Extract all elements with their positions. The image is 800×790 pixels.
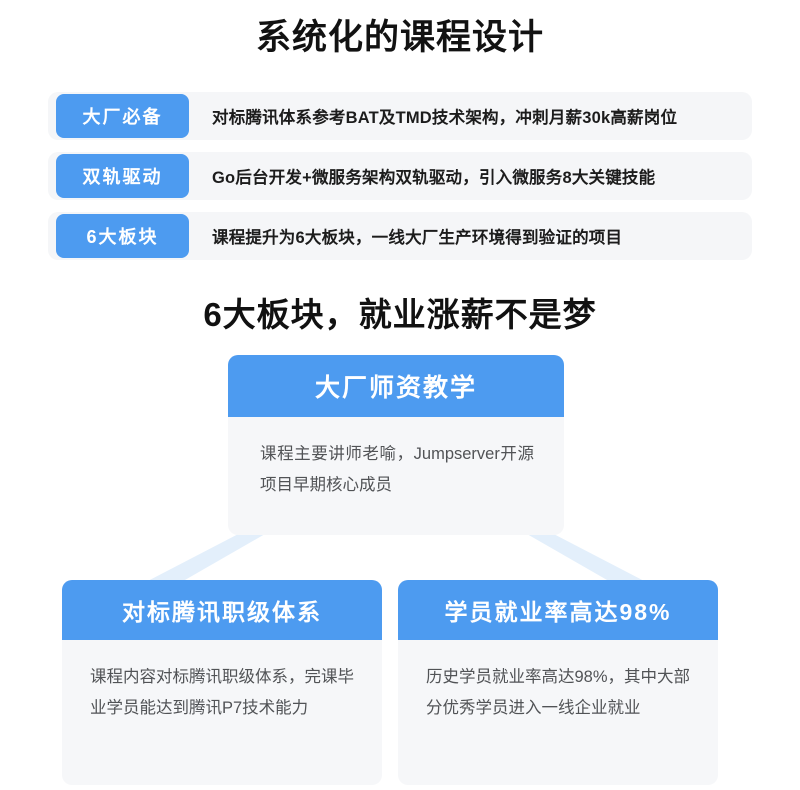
feature-badge: 大厂必备 xyxy=(56,94,189,138)
feature-text: Go后台开发+微服务架构双轨驱动，引入微服务8大关键技能 xyxy=(212,169,656,187)
feature-list: 大厂必备 对标腾讯体系参考BAT及TMD技术架构，冲刺月薪30k高薪岗位 双轨驱… xyxy=(48,92,752,272)
feature-row: 6大板块 课程提升为6大板块，一线大厂生产环境得到验证的项目 xyxy=(48,212,752,260)
node-bottom-left-body-text: 课程内容对标腾讯职级体系，完课毕业学员能达到腾讯P7技术能力 xyxy=(90,668,354,717)
node-top-body-text: 课程主要讲师老喻，Jumpserver开源项目早期核心成员 xyxy=(260,445,534,494)
section-title: 6大板块，就业涨薪不是梦 xyxy=(203,296,597,333)
node-top-header: 大厂师资教学 xyxy=(228,355,564,417)
feature-badge: 6大板块 xyxy=(56,214,189,258)
node-bottom-left-card: 对标腾讯职级体系 课程内容对标腾讯职级体系，完课毕业学员能达到腾讯P7技术能力 xyxy=(62,580,382,785)
node-bottom-right-card: 学员就业率高达98% 历史学员就业率高达98%，其中大部分优秀学员进入一线企业就… xyxy=(398,580,718,785)
feature-row: 大厂必备 对标腾讯体系参考BAT及TMD技术架构，冲刺月薪30k高薪岗位 xyxy=(48,92,752,140)
highlights-diagram: 大厂师资教学 课程主要讲师老喻，Jumpserver开源项目早期核心成员 对标腾… xyxy=(0,352,800,790)
node-top-card: 大厂师资教学 课程主要讲师老喻，Jumpserver开源项目早期核心成员 xyxy=(228,355,564,535)
page-title: 系统化的课程设计 xyxy=(255,18,544,57)
node-bottom-right-body-text: 历史学员就业率高达98%，其中大部分优秀学员进入一线企业就业 xyxy=(426,668,691,717)
feature-badge: 双轨驱动 xyxy=(56,154,189,198)
feature-text: 课程提升为6大板块，一线大厂生产环境得到验证的项目 xyxy=(212,229,623,247)
node-bottom-right-body: 历史学员就业率高达98%，其中大部分优秀学员进入一线企业就业 xyxy=(398,640,718,723)
node-bottom-left-header: 对标腾讯职级体系 xyxy=(62,580,382,640)
node-top-body: 课程主要讲师老喻，Jumpserver开源项目早期核心成员 xyxy=(228,417,564,500)
feature-row: 双轨驱动 Go后台开发+微服务架构双轨驱动，引入微服务8大关键技能 xyxy=(48,152,752,200)
node-bottom-right-header: 学员就业率高达98% xyxy=(398,580,718,640)
node-bottom-left-body: 课程内容对标腾讯职级体系，完课毕业学员能达到腾讯P7技术能力 xyxy=(62,640,382,723)
feature-text: 对标腾讯体系参考BAT及TMD技术架构，冲刺月薪30k高薪岗位 xyxy=(212,109,678,127)
